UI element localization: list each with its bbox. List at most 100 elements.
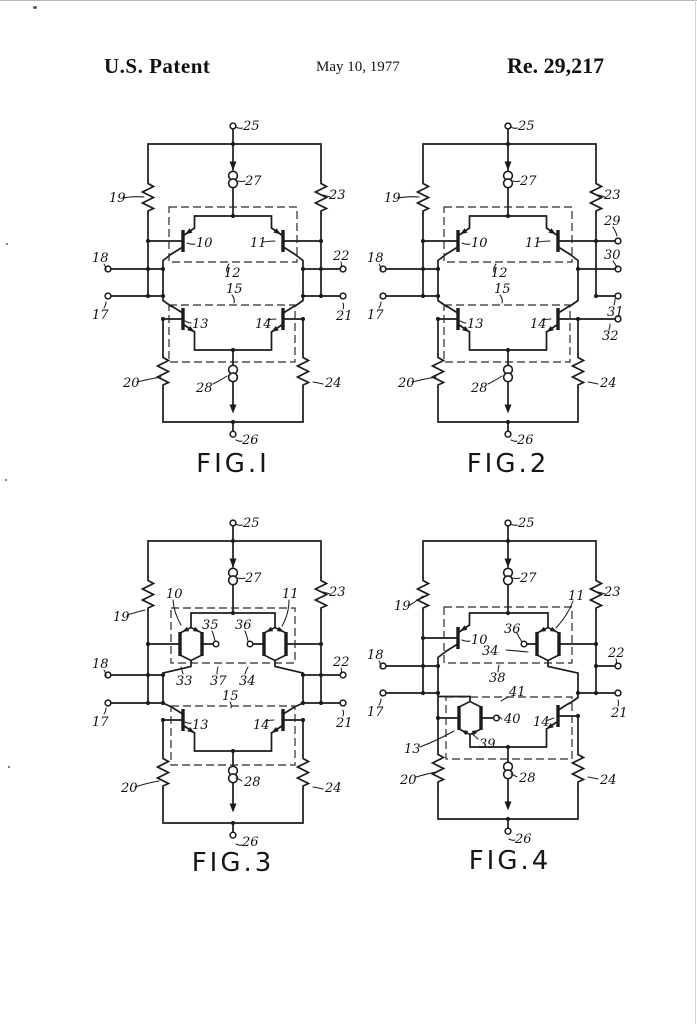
label-23: 23 [603, 585, 621, 600]
resistor-20 [431, 353, 445, 389]
scan-speck [5, 479, 7, 481]
current-source-27 [502, 170, 514, 189]
terminal-17 [104, 699, 112, 707]
terminal-21 [614, 689, 622, 697]
fig3-reference-numerals: 25 27 19 23 10 11 35 36 33 37 34 15 18 2… [92, 516, 353, 850]
label-12: 12 [224, 266, 241, 281]
scan-edge-top [0, 0, 697, 1]
current-source-28 [227, 765, 239, 784]
resistor-24 [571, 750, 585, 786]
fig2-reference-numerals: 25 27 19 23 10 11 12 15 18 17 29 30 31 3… [367, 119, 624, 448]
label-21: 21 [610, 706, 628, 721]
label-13: 13 [192, 718, 209, 733]
patent-header-date: May 10, 1977 [316, 59, 400, 75]
label-25: 25 [517, 119, 535, 134]
dashed-box-12 [443, 206, 573, 263]
dual-emitter-transistor-11 [535, 625, 561, 663]
label-30: 30 [604, 248, 621, 263]
label-26: 26 [516, 433, 534, 448]
label-27: 27 [519, 174, 537, 189]
resistor-23 [589, 576, 603, 612]
label-10: 10 [196, 236, 213, 251]
terminal-26 [504, 430, 512, 438]
terminal-40 [492, 714, 501, 722]
label-14: 14 [530, 317, 547, 332]
terminal-32 [614, 315, 622, 323]
resistor-23 [314, 576, 328, 612]
label-18: 18 [367, 648, 384, 663]
figure-2-circuit-diagram: 25 27 19 23 10 11 12 15 18 17 29 30 31 3… [367, 119, 624, 479]
figure-3-circuit-diagram: 25 27 19 23 10 11 35 36 33 37 34 15 18 2… [92, 516, 353, 878]
fig2-caption: FIG.2 [467, 449, 550, 479]
label-15: 15 [222, 689, 239, 704]
label-22: 22 [332, 655, 350, 670]
dashed-box-15 [170, 705, 296, 766]
current-arrow-icon [504, 558, 512, 568]
label-25: 25 [242, 516, 260, 531]
label-10: 10 [166, 587, 183, 602]
fig1-leader-lines [103, 126, 345, 442]
dashed-box-15 [443, 304, 571, 363]
fig4-junction-dots [420, 538, 599, 822]
terminal-31 [614, 292, 622, 300]
label-17: 17 [92, 308, 109, 323]
dual-emitter-transistor-10 [178, 625, 204, 663]
label-37: 37 [210, 674, 227, 689]
current-arrow-icon [229, 558, 237, 568]
label-26: 26 [241, 835, 259, 850]
current-source-28 [227, 364, 239, 383]
current-source-27 [227, 170, 239, 189]
label-12: 12 [491, 266, 508, 281]
label-15: 15 [494, 282, 511, 297]
terminal-21 [339, 292, 347, 300]
label-11: 11 [250, 236, 267, 251]
resistor-19 [416, 576, 430, 612]
scan-speck [33, 6, 37, 9]
fig3-caption: FIG.3 [192, 848, 275, 878]
label-21: 21 [335, 716, 353, 731]
label-24: 24 [599, 376, 617, 391]
terminal-25 [504, 519, 512, 527]
figure-4-circuit-diagram: 25 27 19 23 10 11 36 34 38 41 40 39 13 1… [367, 516, 628, 876]
label-18: 18 [367, 251, 384, 266]
label-14: 14 [253, 718, 270, 733]
resistor-20 [431, 750, 445, 786]
label-10: 10 [471, 633, 488, 648]
terminal-18 [379, 662, 387, 670]
terminal-17 [104, 292, 112, 300]
dashed-box-38 [443, 606, 573, 664]
label-10: 10 [471, 236, 488, 251]
label-15: 15 [226, 282, 243, 297]
label-20: 20 [397, 376, 415, 391]
label-26: 26 [241, 433, 259, 448]
label-27: 27 [519, 571, 537, 586]
label-28: 28 [195, 381, 213, 396]
terminal-25 [504, 122, 512, 130]
label-11: 11 [568, 589, 585, 604]
label-22: 22 [332, 249, 350, 264]
fig2-wiring [384, 128, 617, 433]
dashed-box-15 [168, 304, 296, 363]
label-24: 24 [324, 781, 342, 796]
terminal-26 [504, 827, 512, 835]
label-18: 18 [92, 657, 109, 672]
terminal-36 [246, 640, 254, 648]
terminal-26 [229, 430, 237, 438]
label-36: 36 [504, 622, 521, 637]
terminal-25 [229, 519, 237, 527]
fig4-leader-lines [378, 523, 620, 841]
label-21: 21 [335, 309, 353, 324]
label-19: 19 [109, 191, 126, 206]
label-31: 31 [607, 305, 624, 320]
dual-emitter-transistor-11 [262, 625, 288, 663]
fig1-junction-dots [145, 141, 324, 425]
fig1-terminals [104, 122, 347, 438]
label-18: 18 [92, 251, 109, 266]
terminal-36 [520, 640, 528, 648]
label-22: 22 [607, 646, 625, 661]
label-28: 28 [243, 775, 261, 790]
terminal-35 [212, 640, 220, 648]
resistor-24 [296, 754, 310, 790]
terminal-30 [614, 265, 622, 273]
